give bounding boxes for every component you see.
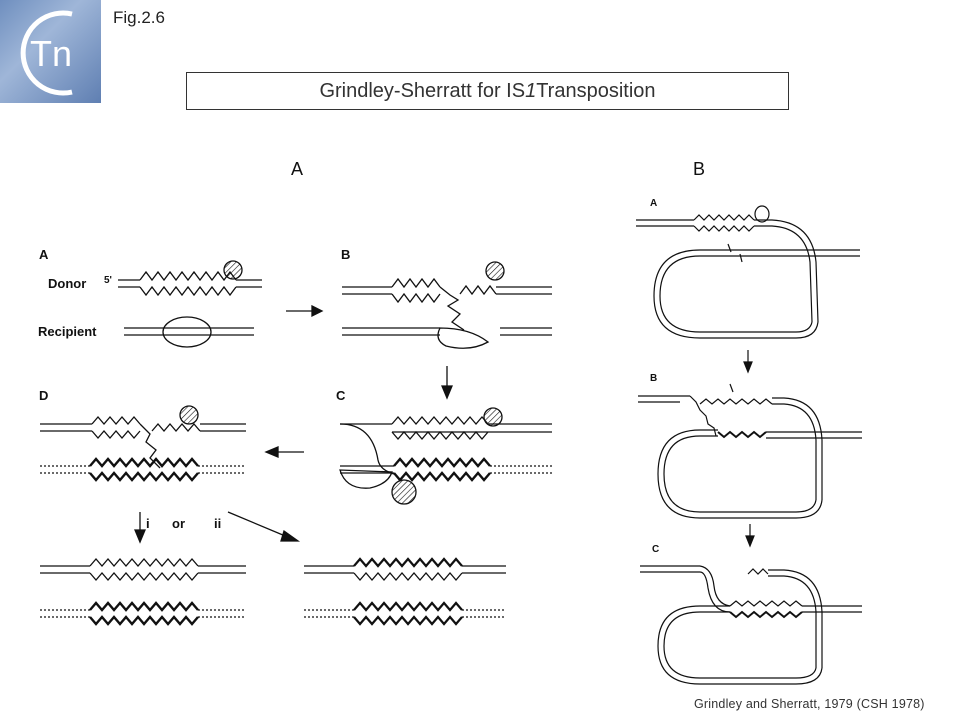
right-step-a-plasmid <box>636 205 860 339</box>
product-i-donor <box>40 558 246 581</box>
right-step-c-label: C <box>652 544 659 555</box>
right-step-b-plasmid <box>638 383 862 519</box>
title-italic: 1 <box>525 79 537 102</box>
logo-c-icon: Tn <box>20 10 73 96</box>
panel-label-a: A <box>291 159 304 179</box>
left-step-a-label: A <box>39 247 49 262</box>
right-diagram <box>636 205 862 685</box>
left-diagram <box>40 260 552 626</box>
arrowhead-route-ii <box>280 529 301 542</box>
right-step-a-label: A <box>650 198 657 209</box>
left-step-c-label: C <box>336 388 346 403</box>
step-a-donor-dna <box>118 260 262 297</box>
route-ii-label: ii <box>214 516 221 531</box>
right-step-b-label: B <box>650 373 657 384</box>
step-d-recipient-dna <box>40 457 246 482</box>
route-i-label: i <box>146 516 150 531</box>
step-b-recipient-dna <box>342 327 552 349</box>
step-a-recipient-dna <box>124 316 254 348</box>
figure-label: Fig.2.6 <box>113 8 165 27</box>
arrowhead-c-to-d <box>264 446 279 458</box>
title-prefix: Grindley-Sherratt for IS <box>319 79 526 102</box>
route-or-label: or <box>172 516 185 531</box>
title-suffix: Transposition <box>536 79 656 102</box>
arrow-route-ii <box>227 511 291 539</box>
recipient-label: Recipient <box>38 324 97 339</box>
right-step-c-plasmid <box>640 565 862 685</box>
right-arrowhead-b-to-c <box>745 535 755 548</box>
logo-text: Tn <box>30 33 72 74</box>
step-d-donor-dna <box>40 405 246 469</box>
step-b-donor-dna <box>342 261 552 331</box>
step-c-recipient-dna <box>339 457 552 505</box>
step-c-donor-dna <box>339 407 552 475</box>
product-i-recipient <box>40 601 246 626</box>
arrowhead-a-to-b <box>311 304 324 318</box>
arrowhead-b-to-c <box>441 385 453 400</box>
tn-logo: Tn <box>0 0 101 103</box>
donor-label: Donor <box>48 276 86 291</box>
left-step-b-label: B <box>341 247 350 262</box>
left-step-d-label: D <box>39 388 48 403</box>
panel-label-b: B <box>693 159 706 179</box>
product-ii-recipient <box>304 601 506 626</box>
citation-credit: Grindley and Sherratt, 1979 (CSH 1978) <box>694 697 925 711</box>
arrowhead-route-i <box>134 529 146 544</box>
five-prime-label: 5' <box>104 275 112 286</box>
product-ii-donor <box>304 557 506 581</box>
right-arrowhead-a-to-b <box>743 361 753 374</box>
